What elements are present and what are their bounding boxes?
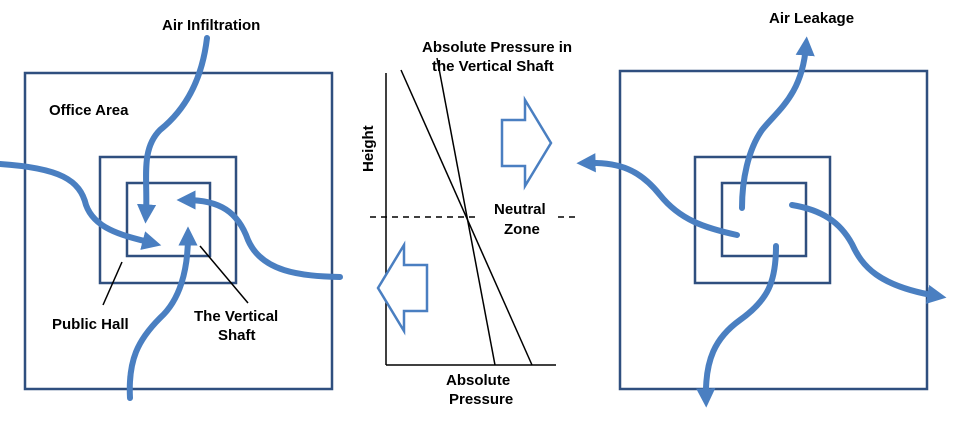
infiltration-flow-left — [0, 161, 162, 250]
infiltration-flow-right — [176, 190, 343, 280]
infiltration-flow-top — [136, 35, 210, 224]
office-area-outline — [23, 71, 334, 391]
neutral-zone-label-2: Zone — [504, 221, 540, 238]
infiltration-flow-bottom — [126, 226, 198, 401]
shaft-pressure-line — [436, 57, 496, 366]
vertical-shaft-label-2: Shaft — [218, 327, 256, 344]
building-outline — [618, 69, 929, 391]
air-infiltration-title: Air Infiltration — [162, 17, 260, 34]
air-infiltration-panel: Air Infiltration Office Area Public Hall… — [0, 17, 343, 401]
height-axis-label: Height — [360, 125, 377, 172]
pressure-axis-label-1: Absolute — [446, 372, 510, 389]
leakage-flow-bottom — [696, 243, 779, 408]
leakage-flow-right — [789, 202, 947, 304]
inward-pressure-arrow — [376, 240, 429, 336]
pressure-axis-label-2: Pressure — [449, 391, 513, 408]
neutral-zone-label-1: Neutral — [494, 201, 546, 218]
vertical-shaft-outline — [125, 181, 212, 258]
shaft-pressure-label-2: the Vertical Shaft — [432, 58, 554, 75]
vertical-shaft-leader — [199, 245, 249, 304]
public-hall-leader — [102, 261, 123, 306]
hall-outline — [693, 155, 832, 285]
leakage-flow-left — [576, 153, 740, 238]
outward-pressure-arrow — [500, 95, 553, 191]
vertical-shaft-label-1: The Vertical — [194, 308, 278, 325]
office-area-label: Office Area — [49, 102, 129, 119]
air-leakage-panel: Air Leakage — [576, 10, 947, 408]
shaft-pressure-label-1: Absolute Pressure in — [422, 39, 572, 56]
air-leakage-title: Air Leakage — [769, 10, 854, 27]
leakage-flow-top — [739, 36, 815, 211]
shaft-outline — [720, 181, 808, 258]
public-hall-label: Public Hall — [52, 316, 129, 333]
pressure-graph-panel: Absolute Pressure in the Vertical Shaft … — [360, 39, 580, 408]
